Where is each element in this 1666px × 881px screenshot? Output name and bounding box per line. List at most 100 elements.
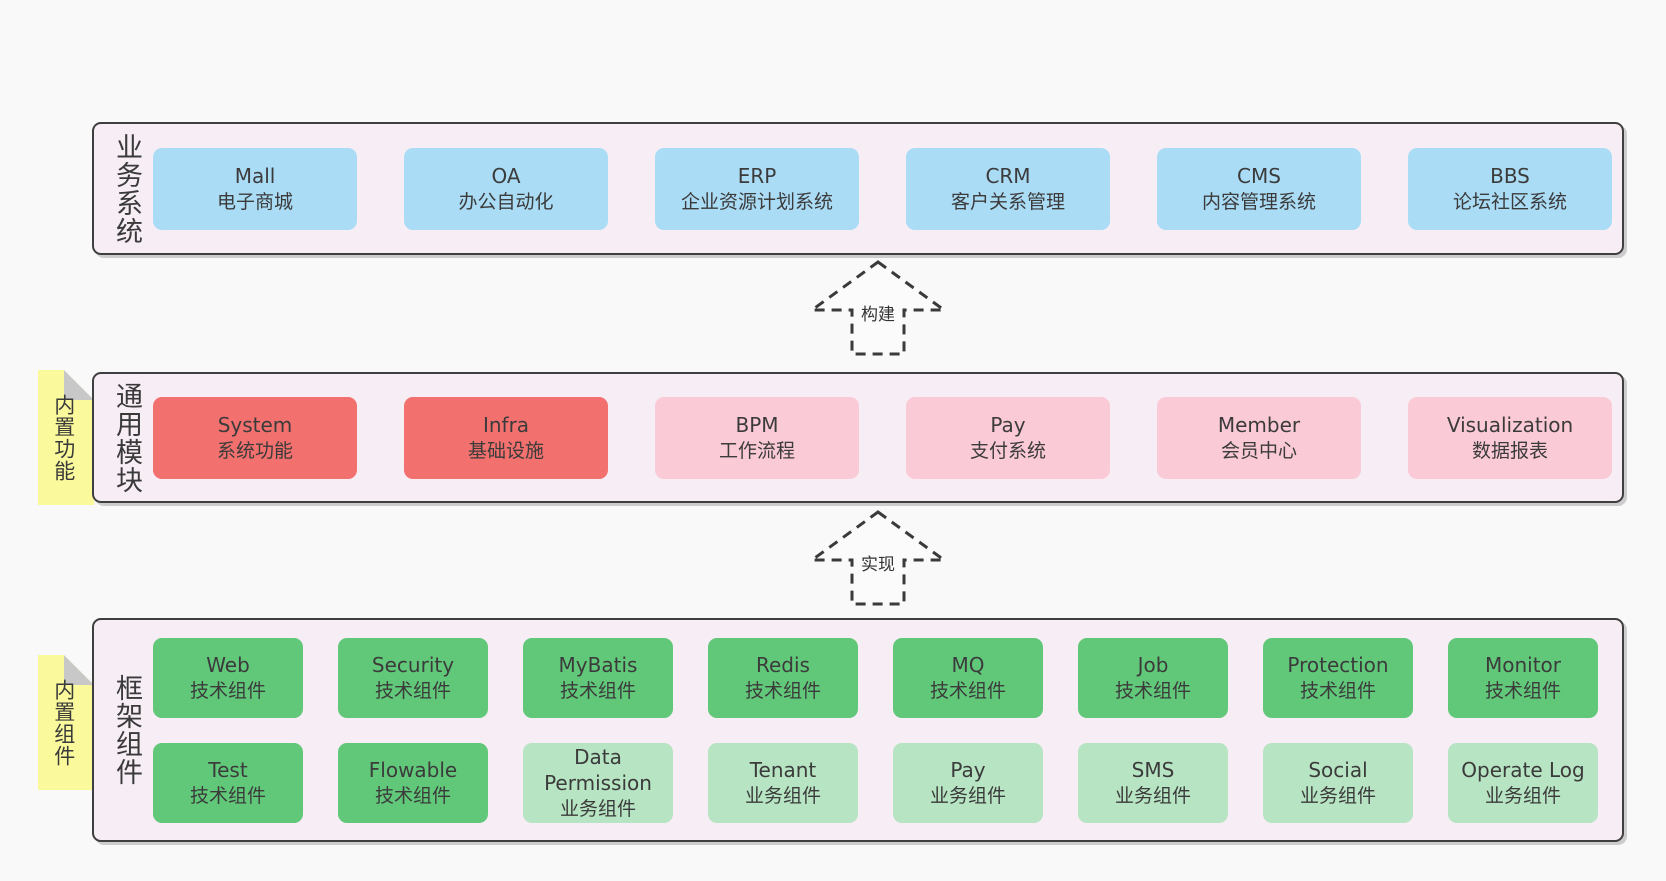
module-name: OA xyxy=(491,163,521,188)
module-name: Test xyxy=(208,757,248,782)
band-label: 通用模块 xyxy=(111,381,142,494)
module-subtitle: 技术组件 xyxy=(1484,679,1561,702)
sticky-note-label: 内置组件 xyxy=(51,678,76,767)
module-box-member: Member 会员中心 xyxy=(1157,396,1361,479)
band-common-modules: 通用模块 System 系统功能 Infra 基础设施 BPM 工作流程 Pay… xyxy=(92,372,1624,503)
module-name: BBS xyxy=(1490,163,1530,188)
module-subtitle: 技术组件 xyxy=(929,679,1006,702)
module-name: Pay xyxy=(990,412,1026,437)
module-box-bpm: BPM 工作流程 xyxy=(655,396,859,479)
module-subtitle: 技术组件 xyxy=(1299,679,1376,702)
module-subtitle: 工作流程 xyxy=(718,439,795,462)
module-name: Redis xyxy=(756,652,810,677)
module-name: Flowable xyxy=(368,757,458,782)
module-box-social: Social 业务组件 xyxy=(1263,742,1413,823)
module-name: Operate Log xyxy=(1461,757,1585,782)
module-box-test: Test 技术组件 xyxy=(153,742,303,823)
arrow-label: 构建 xyxy=(858,300,898,325)
module-box-erp: ERP 企业资源计划系统 xyxy=(655,147,859,230)
module-box-job: Job 技术组件 xyxy=(1078,637,1228,718)
module-subtitle: 电子商城 xyxy=(216,190,293,213)
module-name: System xyxy=(217,412,293,437)
module-name: Tenant xyxy=(749,757,817,782)
module-box-mq: MQ 技术组件 xyxy=(893,637,1043,718)
module-box-visualization: Visualization 数据报表 xyxy=(1408,396,1612,479)
module-name: Web xyxy=(206,652,250,677)
module-subtitle: 业务组件 xyxy=(744,784,821,807)
module-name: MQ xyxy=(951,652,985,677)
module-subtitle: 业务组件 xyxy=(1299,784,1376,807)
module-name: MyBatis xyxy=(558,652,638,677)
band-row: Test 技术组件 Flowable 技术组件 Data Permission … xyxy=(153,742,1608,823)
sticky-note-label: 内置功能 xyxy=(51,393,76,482)
band-boxes: System 系统功能 Infra 基础设施 BPM 工作流程 Pay 支付系统… xyxy=(153,374,1612,501)
band-row: System 系统功能 Infra 基础设施 BPM 工作流程 Pay 支付系统… xyxy=(153,396,1612,479)
module-box-infra: Infra 基础设施 xyxy=(404,396,608,479)
module-box-pay: Pay 业务组件 xyxy=(893,742,1043,823)
module-name: Social xyxy=(1308,757,1368,782)
module-box-mybatis: MyBatis 技术组件 xyxy=(523,637,673,718)
module-box-protection: Protection 技术组件 xyxy=(1263,637,1413,718)
module-name: Protection xyxy=(1287,652,1389,677)
module-subtitle: 客户关系管理 xyxy=(950,190,1065,213)
band-row: Mall 电子商城 OA 办公自动化 ERP 企业资源计划系统 CRM 客户关系… xyxy=(153,147,1612,230)
module-name: Infra xyxy=(482,412,530,437)
module-name: Mall xyxy=(234,163,276,188)
module-name: Job xyxy=(1137,652,1169,677)
module-name: Security xyxy=(371,652,455,677)
module-box-pay: Pay 支付系统 xyxy=(906,396,1110,479)
module-subtitle: 基础设施 xyxy=(467,439,544,462)
module-box-tenant: Tenant 业务组件 xyxy=(708,742,858,823)
module-box-oa: OA 办公自动化 xyxy=(404,147,608,230)
module-subtitle: 业务组件 xyxy=(1114,784,1191,807)
arrow-implement: 实现 xyxy=(808,508,948,608)
module-subtitle: 业务组件 xyxy=(929,784,1006,807)
arrow-label: 实现 xyxy=(858,550,898,575)
band-label: 业务系统 xyxy=(111,132,142,245)
module-box-data-permission: Data Permission 业务组件 xyxy=(523,742,673,823)
module-name: CMS xyxy=(1237,163,1281,188)
module-box-flowable: Flowable 技术组件 xyxy=(338,742,488,823)
module-box-mall: Mall 电子商城 xyxy=(153,147,357,230)
module-subtitle: 技术组件 xyxy=(374,679,451,702)
module-subtitle: 技术组件 xyxy=(559,679,636,702)
module-subtitle: 系统功能 xyxy=(216,439,293,462)
module-box-crm: CRM 客户关系管理 xyxy=(906,147,1110,230)
band-boxes: Mall 电子商城 OA 办公自动化 ERP 企业资源计划系统 CRM 客户关系… xyxy=(153,124,1612,253)
module-subtitle: 技术组件 xyxy=(1114,679,1191,702)
module-subtitle: 办公自动化 xyxy=(458,190,554,213)
module-box-system: System 系统功能 xyxy=(153,396,357,479)
module-subtitle: 内容管理系统 xyxy=(1201,190,1316,213)
module-subtitle: 技术组件 xyxy=(374,784,451,807)
module-name: Visualization xyxy=(1446,412,1574,437)
sticky-note-built-in-features: 内置功能 xyxy=(38,370,94,505)
module-name: Data Permission xyxy=(544,744,652,795)
module-name: Monitor xyxy=(1484,652,1562,677)
module-subtitle: 业务组件 xyxy=(559,797,636,820)
module-box-web: Web 技术组件 xyxy=(153,637,303,718)
module-subtitle: 技术组件 xyxy=(189,784,266,807)
module-subtitle: 技术组件 xyxy=(189,679,266,702)
module-subtitle: 数据报表 xyxy=(1471,439,1548,462)
band-business-systems: 业务系统 Mall 电子商城 OA 办公自动化 ERP 企业资源计划系统 CRM… xyxy=(92,122,1624,255)
module-box-redis: Redis 技术组件 xyxy=(708,637,858,718)
module-subtitle: 支付系统 xyxy=(969,439,1046,462)
band-framework-components: 框架组件 Web 技术组件 Security 技术组件 MyBatis 技术组件… xyxy=(92,618,1624,842)
band-label: 框架组件 xyxy=(111,674,142,786)
module-subtitle: 会员中心 xyxy=(1220,439,1297,462)
module-name: Pay xyxy=(950,757,986,782)
module-name: BPM xyxy=(735,412,779,437)
module-box-monitor: Monitor 技术组件 xyxy=(1448,637,1598,718)
sticky-note-built-in-components: 内置组件 xyxy=(38,655,94,790)
module-name: ERP xyxy=(737,163,777,188)
arrow-build: 构建 xyxy=(808,258,948,358)
module-subtitle: 技术组件 xyxy=(744,679,821,702)
module-box-bbs: BBS 论坛社区系统 xyxy=(1408,147,1612,230)
module-subtitle: 业务组件 xyxy=(1484,784,1561,807)
band-boxes: Web 技术组件 Security 技术组件 MyBatis 技术组件 Redi… xyxy=(153,620,1608,840)
module-name: CRM xyxy=(985,163,1031,188)
module-name: Member xyxy=(1217,412,1301,437)
module-subtitle: 企业资源计划系统 xyxy=(680,190,833,213)
band-row: Web 技术组件 Security 技术组件 MyBatis 技术组件 Redi… xyxy=(153,637,1608,718)
module-box-sms: SMS 业务组件 xyxy=(1078,742,1228,823)
